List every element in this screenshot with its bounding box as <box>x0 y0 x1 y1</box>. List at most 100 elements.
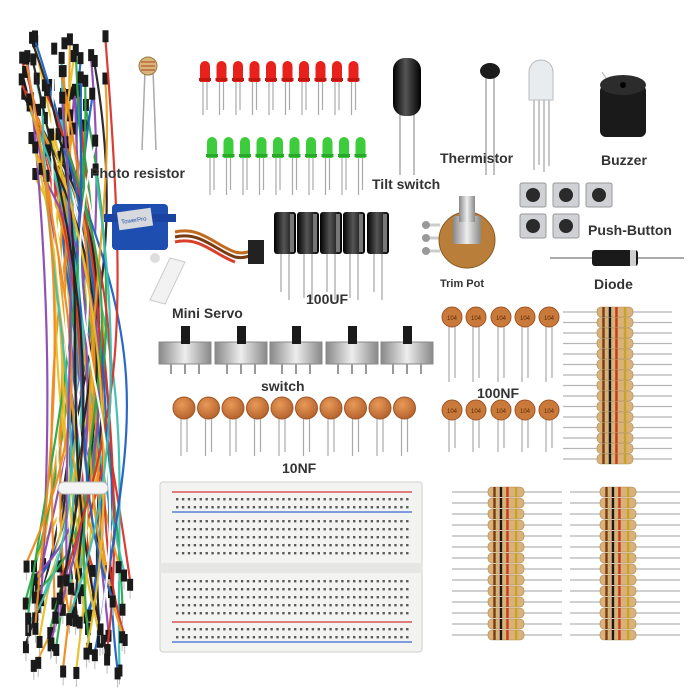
electrolytic-capacitor <box>367 212 389 300</box>
ceramic-capacitor-10nf <box>319 396 343 456</box>
slide-switch <box>325 326 379 374</box>
resistor <box>563 422 672 433</box>
jumper-wire <box>59 91 72 595</box>
red-led <box>331 61 343 115</box>
push-button <box>519 213 547 239</box>
ceramic-capacitor: 104 <box>441 399 463 452</box>
resistor <box>563 359 672 370</box>
push-button <box>519 182 547 208</box>
red-led <box>314 61 327 115</box>
resistor <box>563 306 672 318</box>
thermistor-label: Thermistor <box>440 150 514 166</box>
resistor <box>563 317 672 328</box>
cap-marking: 104 <box>471 409 482 415</box>
ceramic-capacitor-10nf <box>197 396 220 456</box>
electrolytic-capacitors <box>274 212 389 300</box>
jumper-wire <box>23 169 73 581</box>
buzzer-label: Buzzer <box>601 152 647 168</box>
resistor <box>563 348 672 360</box>
ceramic-capacitor-10nf <box>246 396 269 456</box>
trim-pot <box>422 196 496 269</box>
cap-marking: 104 <box>471 316 482 322</box>
electrolytic-capacitor <box>343 212 365 300</box>
electrolytic-capacitor <box>297 212 319 300</box>
jumper-wire <box>77 71 116 616</box>
electrolytic-capacitor <box>274 212 296 300</box>
cap-marking: 104 <box>520 409 531 415</box>
resistor <box>452 629 562 641</box>
cap-100nf-label: 100NF <box>477 385 520 401</box>
ceramic-capacitor-10nf <box>393 396 416 456</box>
red-led <box>265 61 277 115</box>
buzzer <box>600 71 646 137</box>
jumper-wire <box>66 163 112 634</box>
cap-marking: 104 <box>447 316 458 322</box>
red-led <box>347 61 360 115</box>
mini-servo: TowerPro <box>104 204 264 305</box>
ceramic-capacitor-10nf <box>270 396 294 456</box>
resistor <box>452 530 562 542</box>
resistor <box>452 486 562 498</box>
resistor <box>452 607 562 619</box>
resistor <box>570 519 680 531</box>
green-leds <box>206 137 367 195</box>
green-led <box>321 137 334 195</box>
slide-switch <box>269 326 323 374</box>
servo-brand: TowerPro <box>121 216 148 226</box>
resistor <box>563 411 672 423</box>
resistor <box>570 552 680 564</box>
slide-switch <box>380 326 434 374</box>
red-led <box>248 61 261 115</box>
resistor <box>570 596 680 608</box>
resistor <box>452 618 562 630</box>
ceramic-capacitor-10nf <box>295 396 318 456</box>
cap-marking: 104 <box>496 316 507 322</box>
resistor <box>570 497 680 509</box>
resistor <box>452 541 562 553</box>
resistor <box>570 618 680 630</box>
resistor <box>563 432 672 444</box>
resistor <box>570 585 680 597</box>
resistor <box>452 563 562 575</box>
trim-pot-label: Trim Pot <box>440 278 485 290</box>
cap-marking: 104 <box>544 316 555 322</box>
ceramic-capacitor: 104 <box>490 306 512 382</box>
ceramic-capacitors-10nf <box>172 396 416 456</box>
green-led <box>354 137 367 195</box>
jumper-wire <box>78 134 112 644</box>
photo-resistor <box>138 56 158 151</box>
push-button <box>552 213 580 239</box>
mini-servo-label: Mini Servo <box>172 305 243 321</box>
tilt-switch-label: Tilt switch <box>372 176 441 192</box>
resistor <box>452 508 562 520</box>
push-button <box>552 182 580 208</box>
ceramic-capacitor-10nf <box>344 396 367 456</box>
jumper-wire <box>29 31 111 674</box>
resistor <box>563 390 672 402</box>
push-button-label: Push-Button <box>588 222 672 238</box>
green-led <box>255 137 268 195</box>
breadboard <box>159 481 423 653</box>
switch-label: switch <box>261 378 305 394</box>
green-led <box>272 137 284 195</box>
ceramic-capacitor: 104 <box>538 399 560 452</box>
resistor <box>570 574 680 586</box>
jumper-wire <box>23 52 56 643</box>
resistor <box>570 541 680 553</box>
resistor <box>563 369 672 381</box>
green-led <box>206 137 218 195</box>
resistor <box>563 338 672 349</box>
push-buttons <box>519 182 613 239</box>
diode-label: Diode <box>594 276 633 292</box>
cap-marking: 104 <box>544 409 555 415</box>
ceramic-capacitor: 104 <box>514 399 536 452</box>
red-led <box>199 61 211 115</box>
ceramic-capacitor-10nf <box>368 396 392 456</box>
green-led <box>222 137 235 195</box>
cap-10nf-label: 10NF <box>282 460 317 476</box>
ceramic-capacitor: 104 <box>441 306 463 382</box>
resistor <box>570 508 680 520</box>
electrolytic-capacitor <box>320 212 342 300</box>
